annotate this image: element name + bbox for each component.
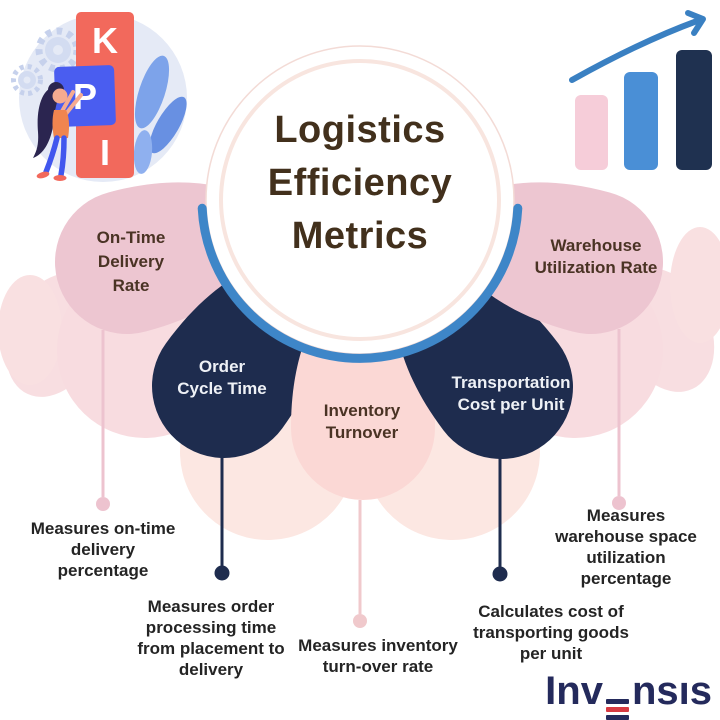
description-transportation-cost: Calculates cost of transporting goods pe… <box>473 601 629 664</box>
logo-text-mid: ns <box>631 669 679 713</box>
logo-e-bar-red <box>605 707 629 712</box>
label-line: Delivery <box>97 252 165 271</box>
gear-teeth <box>11 64 43 96</box>
kpi-letter-p: P <box>73 76 97 117</box>
gear-hole <box>53 45 63 55</box>
trend-arrowhead-icon <box>685 10 706 36</box>
background-blob <box>0 275 62 385</box>
description-line: Measures order <box>147 597 275 616</box>
label-line: Utilization Rate <box>534 258 658 277</box>
connector-lines <box>101 329 621 614</box>
foliage-decoration <box>133 55 187 174</box>
trend-arrow-icon <box>569 18 700 83</box>
logo-e-icon <box>605 696 629 720</box>
head <box>52 88 68 104</box>
invensis-logo: Inv ns ıs <box>545 669 712 720</box>
background-blob <box>670 227 720 343</box>
shoe <box>53 175 67 181</box>
label-line: Turnover <box>325 423 399 442</box>
connector-dot <box>492 566 508 582</box>
description-line: transporting goods <box>473 623 629 642</box>
connector-dot <box>353 614 367 628</box>
gear-hole <box>23 76 31 84</box>
description-line: Measures <box>586 506 666 525</box>
description-line: processing time <box>145 618 277 637</box>
shoe <box>36 171 50 179</box>
description-line: warehouse space <box>555 527 697 546</box>
inner-ring <box>219 59 501 341</box>
description-line: delivery <box>70 540 136 559</box>
connector-dot <box>612 496 626 510</box>
description-warehouse-utilization: Measures warehouse space utilization per… <box>555 505 697 589</box>
leg <box>43 135 60 175</box>
description-line: utilization <box>586 548 666 567</box>
description-line: percentage <box>580 569 672 588</box>
connector-dot <box>214 565 230 581</box>
title-line: Metrics <box>291 215 429 257</box>
description-line: per unit <box>519 644 583 663</box>
title-line: Logistics <box>274 109 446 151</box>
kpi-letter-k: K <box>92 20 118 61</box>
logo-e-bar <box>605 715 629 720</box>
leg <box>58 135 67 178</box>
leaf <box>133 130 153 174</box>
torso <box>52 110 70 138</box>
description-line: from placement to <box>137 639 285 658</box>
blue-arc <box>197 203 523 363</box>
arm <box>63 93 83 117</box>
description-line: turn-over rate <box>322 657 434 676</box>
description-line: percentage <box>57 561 149 580</box>
description-line: Measures inventory <box>298 636 458 655</box>
label-line: Transportation <box>451 373 571 392</box>
description-on-time-delivery: Measures on-time delivery percentage <box>31 518 176 581</box>
petal-label-on-time-delivery-rate: On-Time Delivery Rate <box>97 226 166 298</box>
kpi-illustration: K P I <box>11 12 187 182</box>
hair <box>33 86 62 158</box>
label-line: Rate <box>112 276 150 295</box>
label-line: Warehouse <box>550 236 642 255</box>
bar-blue <box>624 72 658 170</box>
logo-text-end: ıs <box>678 669 712 713</box>
center-circle-group <box>197 45 523 363</box>
petal-label-inventory-turnover: Inventory Turnover <box>324 400 401 444</box>
description-line: delivery <box>178 660 244 679</box>
growth-chart-icon <box>569 10 712 170</box>
connector-dot <box>96 497 110 511</box>
title-line: Efficiency <box>267 162 453 204</box>
description-line: Calculates cost of <box>478 602 624 621</box>
petal-label-transportation-cost: Transportation Cost per Unit <box>451 372 570 416</box>
connector-dots <box>96 496 626 628</box>
label-line: Cycle Time <box>177 379 267 398</box>
leaf <box>149 96 187 154</box>
person-illustration <box>33 82 83 181</box>
leaf <box>134 55 170 129</box>
arm <box>59 90 75 115</box>
kpi-letter-i: I <box>100 132 110 173</box>
logo-text-start: Inv <box>545 669 603 713</box>
bar-navy <box>676 50 712 170</box>
label-line: Order <box>198 357 246 376</box>
logo-e-bar <box>605 699 629 704</box>
label-line: On-Time <box>96 228 166 247</box>
petal-label-order-cycle-time: Order Cycle Time <box>177 356 266 400</box>
bar-pink <box>575 95 608 170</box>
label-line: Cost per Unit <box>457 395 565 414</box>
infographic-title: Logistics Efficiency Metrics <box>268 104 453 263</box>
description-order-cycle-time: Measures order processing time from plac… <box>137 596 284 680</box>
petal-label-warehouse-utilization: Warehouse Utilization Rate <box>535 235 658 279</box>
description-inventory-turnover: Measures inventory turn-over rate <box>298 635 458 677</box>
label-line: Inventory <box>323 401 401 420</box>
description-line: Measures on-time <box>30 519 176 538</box>
